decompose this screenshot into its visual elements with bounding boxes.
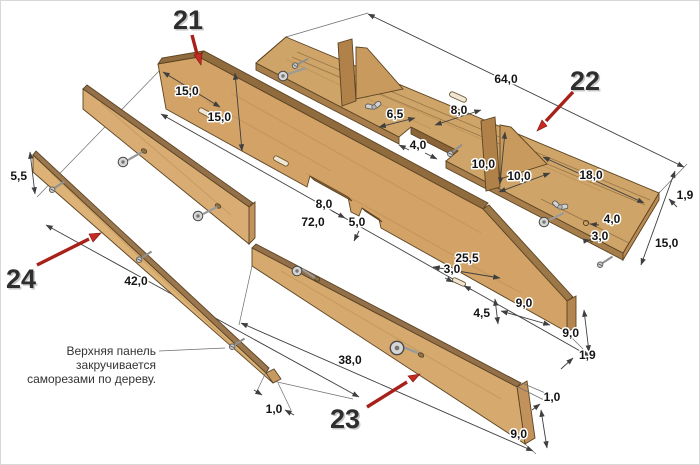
bolt-washer (389, 340, 405, 356)
dim-face-height: 9,0 (510, 427, 527, 441)
screw (595, 255, 616, 270)
svg-text:22: 22 (571, 68, 601, 98)
part-label-23: 23 (330, 404, 360, 434)
dim-panel-slot-offset: 25,5 (455, 251, 479, 265)
washer (291, 265, 303, 277)
part-labels: 21 21 22 22 23 23 24 24 (6, 5, 602, 436)
svg-text:23: 23 (331, 406, 361, 436)
red-arrow-22 (544, 90, 575, 123)
dim-plate-thickness: 1,9 (677, 188, 694, 202)
plate-hole-large (582, 219, 590, 227)
dim-panel-slot-bottom: 4,5 (473, 306, 490, 320)
part-label-22: 22 (570, 66, 600, 96)
dim-plate-right-section: 18,0 (579, 168, 603, 182)
dimension-annotations (28, 71, 678, 449)
red-arrow-24 (36, 237, 90, 267)
dim-plate-hole-small: 3,0 (592, 229, 609, 243)
gusset-right (480, 116, 548, 192)
dim-plate-width: 15,0 (655, 236, 679, 250)
dim-panel-notch-depth: 5,0 (349, 215, 366, 229)
washer (277, 70, 289, 82)
note-line-1: Верхняя панель (66, 344, 156, 358)
dim-gusset-base: 10,0 (507, 169, 531, 183)
fence-face-right-face (251, 247, 526, 445)
dim-line-face-length (240, 322, 534, 452)
assembly-note: Верхняя панель закручивается саморезами … (27, 344, 226, 386)
dim-panel-height: 15,0 (208, 110, 232, 124)
panel-slot (273, 155, 289, 167)
panel-slot (198, 107, 214, 119)
dim-plate-notch-width: 8,0 (451, 103, 468, 117)
dimension-texts: 64,0 15,0 15,0 5,5 6,5 8,0 4,0 10,0 10,0… (9, 71, 695, 443)
part-label-24: 24 (6, 264, 36, 294)
washer (192, 210, 204, 222)
note-line-3: саморезами по дереву. (27, 372, 156, 386)
svg-text:21: 21 (174, 7, 204, 37)
dim-batten-length: 42,0 (124, 274, 148, 288)
svg-text:24: 24 (7, 266, 37, 296)
plate-slot (449, 91, 467, 103)
part-pointers (36, 34, 575, 409)
washer (538, 216, 550, 228)
dim-batten-height: 5,5 (10, 169, 27, 183)
dim-panel-notch-width: 8,0 (316, 197, 333, 211)
dim-face-length: 38,0 (338, 353, 362, 367)
fence-face-left-face (82, 88, 250, 245)
note-line-2: закручивается (76, 358, 156, 372)
dim-panel-end-height: 9,0 (562, 326, 579, 340)
dim-panel-slot-spacing: 9,0 (516, 296, 533, 310)
fence-face-left (82, 84, 256, 246)
dim-line-plate-length (367, 13, 685, 168)
dim-plate-length: 64,0 (494, 72, 518, 86)
dim-batten-thickness: 1,0 (266, 402, 283, 416)
part-label-21: 21 (173, 5, 203, 35)
dim-face-thickness: 1,0 (544, 390, 561, 404)
dim-plate-hole-large: 4,0 (604, 212, 621, 226)
panel-slot (451, 277, 467, 287)
dim-panel-bevel: 15,0 (175, 84, 199, 98)
dim-gusset-height: 10,0 (472, 157, 496, 171)
dim-panel-slot-width: 3,0 (444, 262, 461, 276)
dim-panel-end-thickness: 1,9 (579, 348, 596, 362)
dim-plate-notch-depth: 4,0 (410, 138, 427, 152)
washer (117, 156, 129, 168)
dim-plate-notch-offset: 6,5 (387, 107, 404, 121)
gusset-left (337, 38, 404, 107)
dim-panel-length: 72,0 (301, 215, 325, 229)
red-arrow-21 (190, 34, 199, 55)
back-panel (157, 50, 577, 333)
red-arrow-23 (366, 380, 408, 409)
fence-face-right (251, 243, 536, 445)
